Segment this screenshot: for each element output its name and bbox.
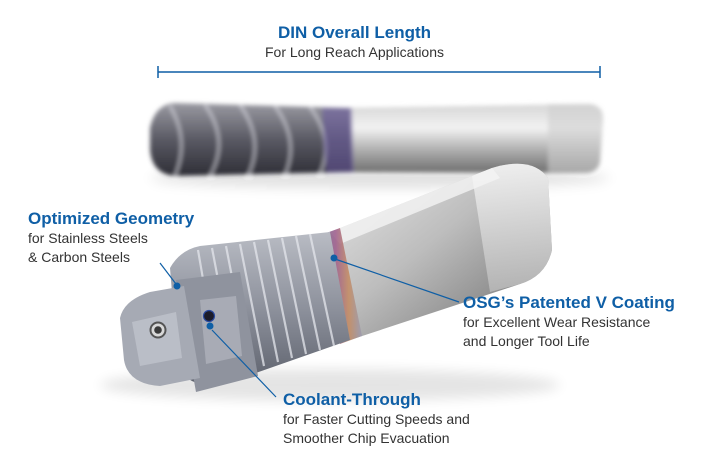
callout-geometry-title: Optimized Geometry — [28, 209, 195, 228]
callout-coolant-line2: Smoother Chip Evacuation — [283, 430, 450, 446]
callout-coolant-line1: for Faster Cutting Speeds and — [283, 411, 470, 427]
callout-din-title: DIN Overall Length — [277, 23, 432, 42]
callout-din-body: For Long Reach Applications — [265, 44, 444, 60]
callout-coolant-title: Coolant-Through — [283, 390, 421, 409]
callout-geometry-line1: for Stainless Steels — [28, 230, 148, 246]
callout-coating-line2: and Longer Tool Life — [463, 333, 590, 349]
length-dimension-line — [157, 66, 601, 78]
leader-coating — [330, 254, 460, 303]
callout-din-length: DIN Overall Length For Long Reach Applic… — [0, 22, 709, 62]
callout-geometry-line2: & Carbon Steels — [28, 249, 130, 265]
callout-coating-title: OSG’s Patented V Coating — [463, 293, 675, 312]
front-tap — [120, 163, 552, 392]
leader-geometry — [159, 262, 181, 290]
callout-coating-line1: for Excellent Wear Resistance — [463, 314, 651, 330]
callout-v-coating: OSG’s Patented V Coating for Excellent W… — [463, 292, 675, 351]
callout-optimized-geometry: Optimized Geometry for Stainless Steels … — [28, 208, 194, 267]
callout-coolant-through: Coolant-Through for Faster Cutting Speed… — [283, 389, 470, 448]
leader-coolant — [206, 322, 277, 398]
